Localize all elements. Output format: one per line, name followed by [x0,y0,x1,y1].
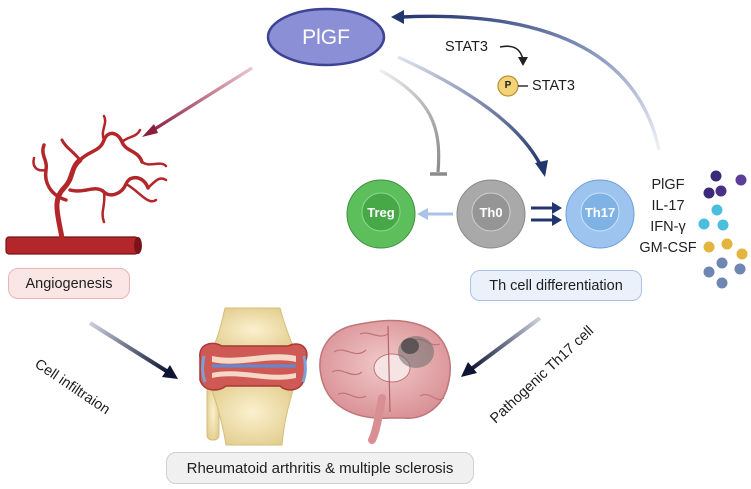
p-badge-label: P [504,80,512,91]
arrow-th0-to-th17 [531,202,562,226]
th-differentiation-label: Th cell differentiation [470,270,642,301]
cytokine-list: PlGF IL-17 IFN-γ GM-CSF [638,175,698,259]
arrow-th0-to-treg [417,208,453,220]
p-stat3-label: STAT3 [532,78,575,94]
cytokine-item: PlGF [651,177,685,193]
angiogenesis-label: Angiogenesis [8,268,130,299]
th17-label: Th17 [584,205,616,220]
arrow-plgf-to-angiogenesis [142,66,253,137]
arrow-plgf-to-th17 [397,55,548,177]
brain-illustration [319,319,451,444]
th0-label: Th0 [479,205,503,220]
th17-cell [565,179,635,249]
arrow-cell-infiltration [88,321,178,379]
arrow-pathogenic-th17 [461,316,542,377]
plgf-label: PlGF [302,26,350,49]
arrow-cytokines-to-plgf [391,10,661,151]
cytokine-item: IFN-γ [650,219,686,235]
inhibition-arrow-plgf-treg [379,68,447,176]
cytokine-item: IL-17 [651,198,685,214]
treg-label: Treg [367,205,395,220]
stat3-phosphorylation-arrow [499,45,528,66]
treg-cell [346,179,416,249]
stat3-label: STAT3 [445,39,488,55]
plgf-node [266,7,386,67]
th0-cell [456,179,526,249]
disease-label: Rheumatoid arthritis & multiple sclerosi… [166,452,474,484]
cytokine-dots [698,170,748,289]
blood-vessel-illustration [5,114,168,255]
joint-illustration [199,307,308,446]
cytokine-item: GM-CSF [639,240,697,256]
phospho-badge [497,75,528,97]
